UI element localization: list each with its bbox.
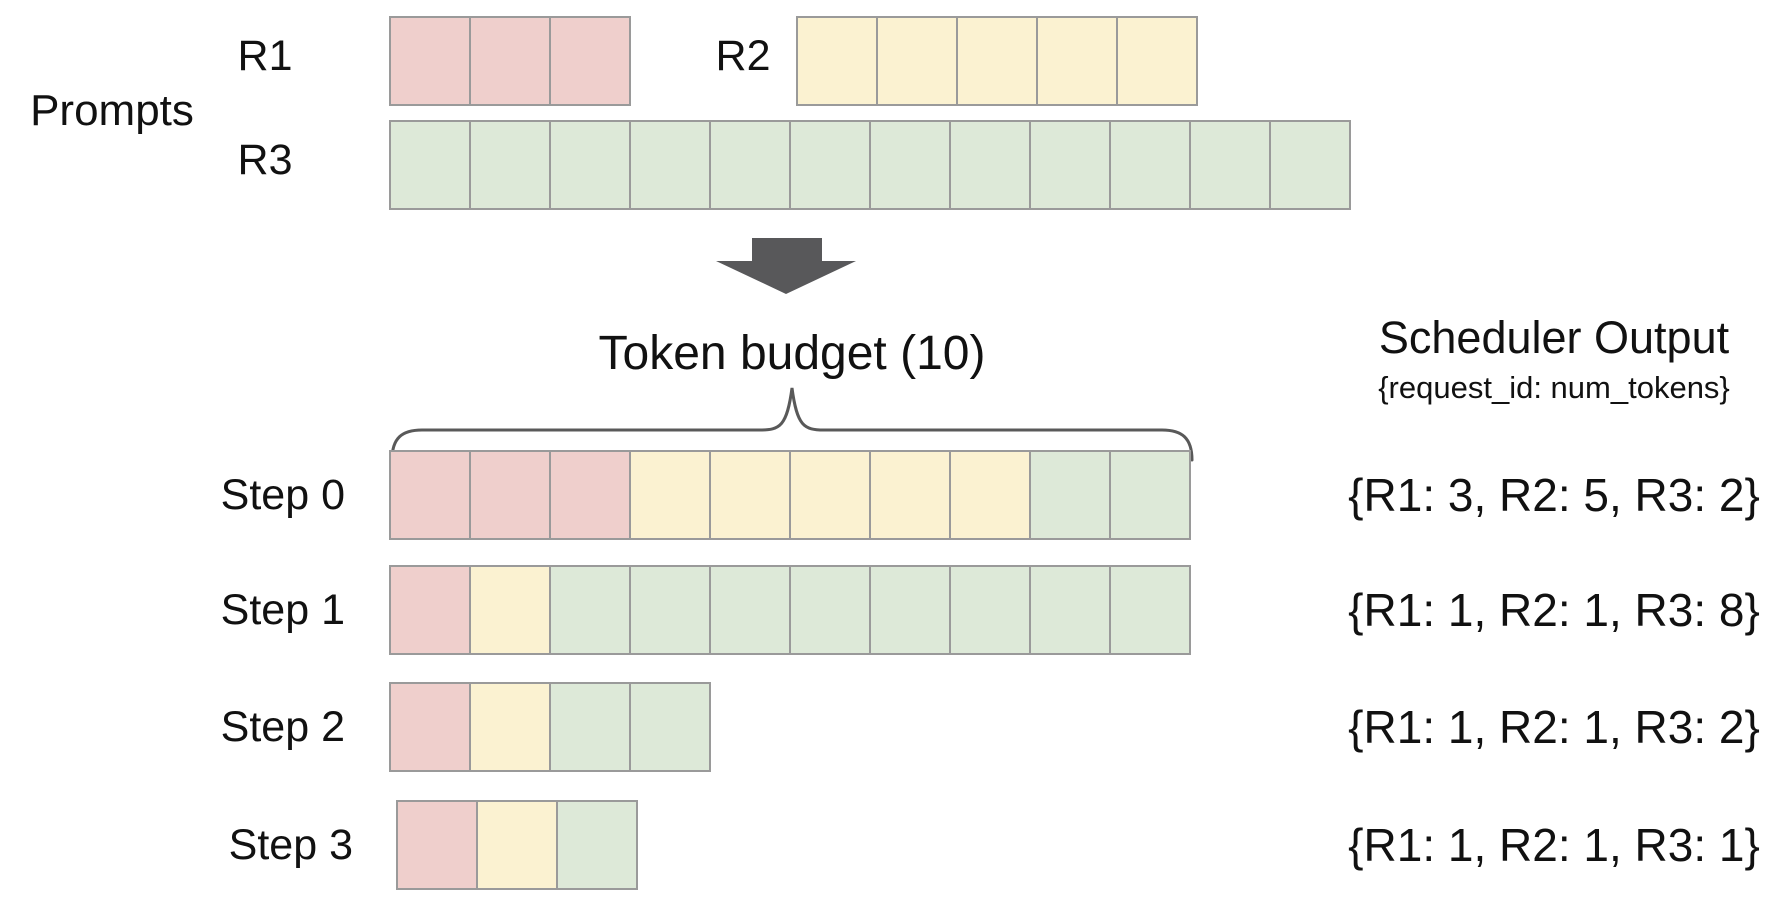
prompt-row-r2 [796, 16, 1198, 106]
token-cell-r2 [476, 800, 558, 890]
scheduler-output-subtitle: {request_id: num_tokens} [1378, 370, 1730, 405]
token-cell-r2 [709, 450, 791, 540]
token-cell-r2 [796, 16, 878, 106]
token-cell-r1 [389, 682, 471, 772]
down-arrow-icon [716, 238, 856, 294]
token-budget-title: Token budget (10) [598, 327, 986, 380]
token-cell-r3 [1109, 450, 1191, 540]
prompts-section-label: Prompts [30, 86, 194, 135]
token-cell-r1 [469, 450, 551, 540]
token-cell-r1 [396, 800, 478, 890]
token-cell-r2 [629, 450, 711, 540]
token-cell-r3 [709, 565, 791, 655]
step-0-scheduler-output: {R1: 3, R2: 5, R3: 2} [1348, 469, 1760, 521]
token-cell-r3 [789, 120, 871, 210]
token-cell-r3 [1029, 450, 1111, 540]
token-cell-r3 [1109, 120, 1191, 210]
token-cell-r2 [789, 450, 871, 540]
token-cell-r3 [549, 120, 631, 210]
token-cell-r3 [949, 565, 1031, 655]
token-cell-r3 [949, 120, 1031, 210]
token-cell-r2 [956, 16, 1038, 106]
token-cell-r3 [1189, 120, 1271, 210]
token-cell-r3 [1029, 565, 1111, 655]
token-cell-r3 [1029, 120, 1111, 210]
token-cell-r3 [709, 120, 791, 210]
request-r2-label: R2 [715, 32, 771, 80]
step-3-scheduler-output: {R1: 1, R2: 1, R3: 1} [1348, 819, 1760, 871]
step-3-row [396, 800, 638, 890]
step-2-row [389, 682, 711, 772]
step-2-scheduler-output: {R1: 1, R2: 1, R3: 2} [1348, 701, 1760, 753]
step-1-row [389, 565, 1191, 655]
token-cell-r3 [549, 682, 631, 772]
token-cell-r1 [469, 16, 551, 106]
step-1-scheduler-output: {R1: 1, R2: 1, R3: 8} [1348, 584, 1760, 636]
step-3-label: Step 3 [228, 820, 353, 869]
request-r1-label: R1 [237, 32, 293, 80]
prompt-row-r3 [389, 120, 1351, 210]
token-cell-r2 [469, 682, 551, 772]
step-0-row [389, 450, 1191, 540]
token-cell-r2 [1036, 16, 1118, 106]
request-r3-label: R3 [237, 136, 293, 184]
token-cell-r3 [789, 565, 871, 655]
token-cell-r1 [549, 450, 631, 540]
step-0-label: Step 0 [220, 470, 345, 519]
token-cell-r1 [549, 16, 631, 106]
token-cell-r3 [869, 565, 951, 655]
token-cell-r2 [949, 450, 1031, 540]
step-2-label: Step 2 [220, 702, 345, 751]
token-cell-r1 [389, 565, 471, 655]
prompt-row-r1 [389, 16, 631, 106]
token-cell-r3 [629, 682, 711, 772]
token-cell-r3 [549, 565, 631, 655]
token-cell-r3 [469, 120, 551, 210]
scheduler-output-title: Scheduler Output [1378, 312, 1730, 363]
token-cell-r1 [389, 450, 471, 540]
token-cell-r3 [1109, 565, 1191, 655]
step-1-label: Step 1 [220, 585, 345, 634]
token-cell-r2 [876, 16, 958, 106]
token-cell-r2 [469, 565, 551, 655]
token-cell-r3 [629, 120, 711, 210]
token-cell-r3 [389, 120, 471, 210]
token-cell-r2 [1116, 16, 1198, 106]
token-cell-r3 [556, 800, 638, 890]
token-cell-r2 [869, 450, 951, 540]
token-cell-r1 [389, 16, 471, 106]
token-cell-r3 [629, 565, 711, 655]
token-cell-r3 [1269, 120, 1351, 210]
token-cell-r3 [869, 120, 951, 210]
token-budget-brace [390, 387, 1194, 462]
